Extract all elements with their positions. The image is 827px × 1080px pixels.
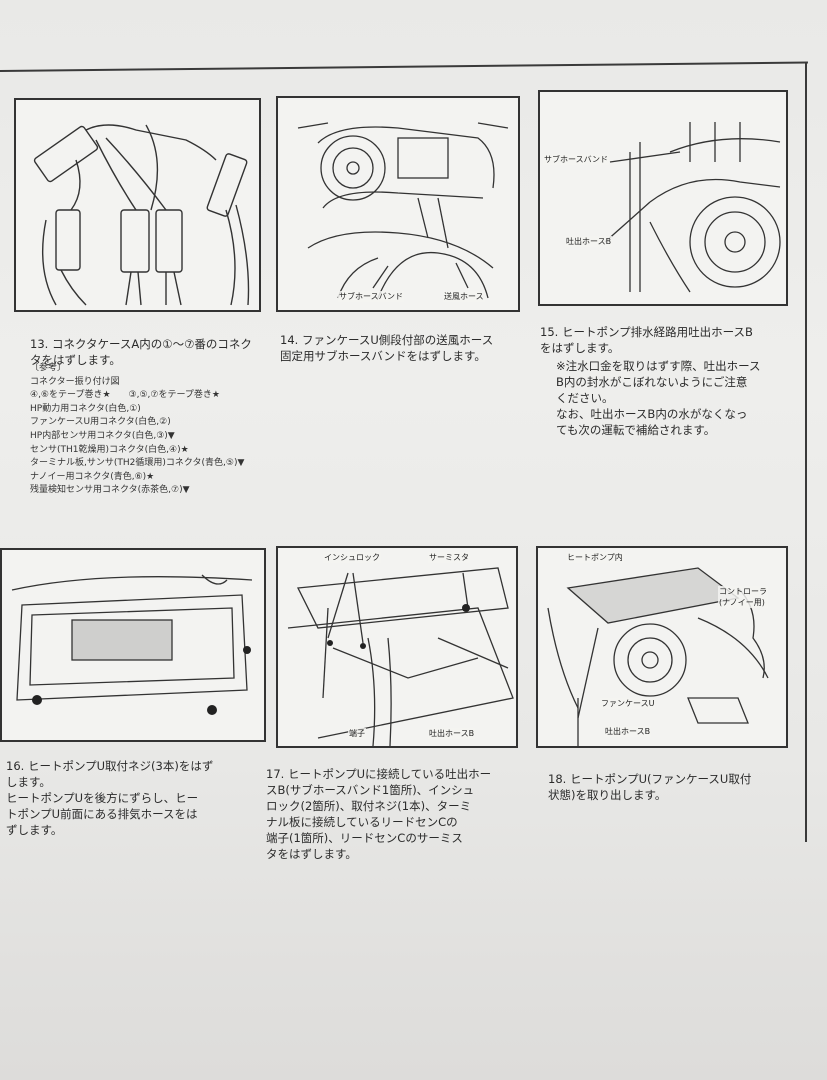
label-insulock: インシュロック <box>323 552 381 563</box>
notes-line: HP動力用コネクタ(白色,①) <box>30 403 141 414</box>
drain-hose-illustration <box>604 122 781 293</box>
label-discharge-hose-b: 吐出ホースB <box>565 236 613 247</box>
figure-step-16 <box>0 548 266 742</box>
heat-pump-removal-illustration <box>547 567 769 746</box>
caption-step-13: 13. コネクタケースA内の①〜⑦番のコネク タをはずします。 <box>30 320 252 368</box>
label-sub-hose-band: サブホースバンド <box>543 154 609 165</box>
step-17-text: ヒートポンプUに接続している吐出ホー スB(サブホースバンド1箇所)、インシュ … <box>266 767 492 861</box>
step-15-text: ヒートポンプ排水経路用吐出ホースB をはずします。 <box>540 325 753 355</box>
caption-step-18: 18. ヒートポンプU(ファンケースU取付 状態)を取り出します。 <box>548 755 751 803</box>
figure-step-18: ヒートポンプ内 コントローラ (ナノイー用) ファンケースU 吐出ホースB <box>536 546 788 748</box>
caption-step-16: 16. ヒートポンプU取付ネジ(3本)をはず します。 ヒートポンプUを後方にず… <box>6 742 213 838</box>
label-heat-pump-inner: ヒートポンプ内 <box>566 552 624 563</box>
step-13-text: コネクタケースA内の①〜⑦番のコネク タをはずします。 <box>30 337 252 367</box>
caption-step-17: 17. ヒートポンプUに接続している吐出ホー スB(サブホースバンド1箇所)、イ… <box>266 750 491 862</box>
step-17-number: 17. <box>266 767 285 781</box>
label-terminal: 端子 <box>348 728 366 739</box>
label-air-hose: 送風ホース <box>443 291 485 302</box>
notes-line: ナノイー用コネクタ(青色,⑥)★ <box>30 471 155 482</box>
insulock-thermistor-illustration <box>287 567 514 746</box>
figure-step-15: サブホースバンド 吐出ホースB <box>538 90 788 306</box>
figure-step-13 <box>14 98 261 312</box>
label-discharge-hose-b: 吐出ホースB <box>604 726 652 737</box>
step-18-text: ヒートポンプU(ファンケースU取付 状態)を取り出します。 <box>548 772 752 802</box>
reference-notes: 〔参考〕 コネクター振り付け図 ④,⑥をテープ巻き★ ③,⑤,⑦をテープ巻き★ … <box>30 362 244 498</box>
label-fan-case-u: ファンケースU <box>600 698 656 709</box>
label-thermistor: サーミスタ <box>428 552 470 563</box>
step-16-text: ヒートポンプU取付ネジ(3本)をはず します。 ヒートポンプUを後方にずらし、ヒ… <box>6 759 214 837</box>
notes-line: コネクター振り付け図 <box>30 376 120 387</box>
caption-step-15: 15. ヒートポンプ排水経路用吐出ホースB をはずします。 <box>540 308 753 356</box>
step-18-number: 18. <box>548 772 567 786</box>
notes-line: 残量検知センサ用コネクタ(赤茶色,⑦)▼ <box>30 485 190 496</box>
fan-case-illustration <box>297 122 509 299</box>
notes-line: ファンケースU用コネクタ(白色,②) <box>30 417 171 428</box>
step-14-number: 14. <box>280 333 299 347</box>
step-16-number: 16. <box>6 759 25 773</box>
notes-line: センサ(TH1乾燥用)コネクタ(白色,④)★ <box>30 444 189 455</box>
frame-right-line <box>805 62 807 842</box>
notes-line: ④,⑥をテープ巻き★ ③,⑤,⑦をテープ巻き★ <box>30 390 220 401</box>
notes-title: 〔参考〕 <box>30 363 67 373</box>
step-15-number: 15. <box>540 325 559 339</box>
step-14-text: ファンケースU側段付部の送風ホース 固定用サブホースバンドをはずします。 <box>280 333 494 363</box>
notes-line: HP内部センサ用コネクタ(白色,③)▼ <box>30 430 175 441</box>
note-step-15: ※注水口金を取りはずす際、吐出ホース B内の封水がこぼれないようにご注意 くださ… <box>556 359 761 437</box>
label-controller: コントローラ (ナノイー用) <box>718 586 768 608</box>
heat-pump-screws-illustration <box>11 574 253 715</box>
label-discharge-hose-b: 吐出ホースB <box>428 728 476 739</box>
label-sub-hose-band: サブホースバンド <box>338 291 404 302</box>
caption-step-14: 14. ファンケースU側段付部の送風ホース 固定用サブホースバンドをはずします。 <box>280 316 493 364</box>
figure-step-14: サブホースバンド 送風ホース <box>276 96 520 312</box>
connector-case-illustration <box>33 124 250 306</box>
figure-step-17: インシュロック サーミスタ 端子 吐出ホースB <box>276 546 518 748</box>
notes-line: ターミナル板,サンサ(TH2循環用)コネクタ(青色,⑤)▼ <box>30 458 245 469</box>
step-13-number: 13. <box>30 337 49 351</box>
